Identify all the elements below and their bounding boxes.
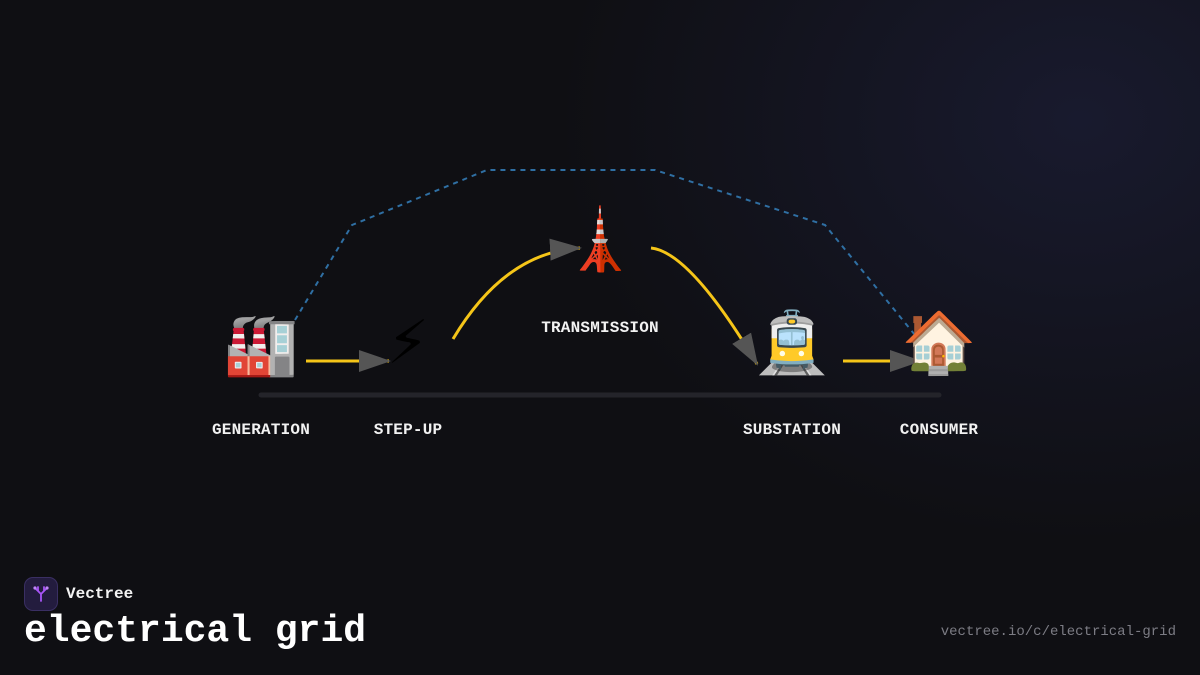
lightning-icon: ⚡ [386, 308, 430, 378]
edge-step-up-transmission [451, 238, 582, 340]
brand: Vectree [24, 577, 133, 611]
node-label-generation: GENERATION [211, 421, 311, 439]
tree-branch-icon [24, 577, 58, 611]
brand-name: Vectree [66, 585, 134, 603]
house-icon: 🏠 [901, 308, 977, 378]
tower-icon: 🗼 [562, 205, 638, 275]
edge-generation-consumer [294, 169, 916, 336]
node-label-consumer: CONSUMER [899, 421, 979, 439]
node-label-step-up: STEP-UP [373, 421, 443, 439]
node-label-substation: SUBSTATION [742, 421, 842, 439]
tram-icon: 🚊 [754, 308, 830, 378]
page-url[interactable]: vectree.io/c/electrical-grid [940, 624, 1176, 640]
page-title: electrical grid [24, 610, 367, 653]
factory-icon: 🏭 [223, 310, 299, 380]
node-label-transmission: TRANSMISSION [541, 319, 659, 337]
edge-transmission-substation [650, 246, 759, 366]
